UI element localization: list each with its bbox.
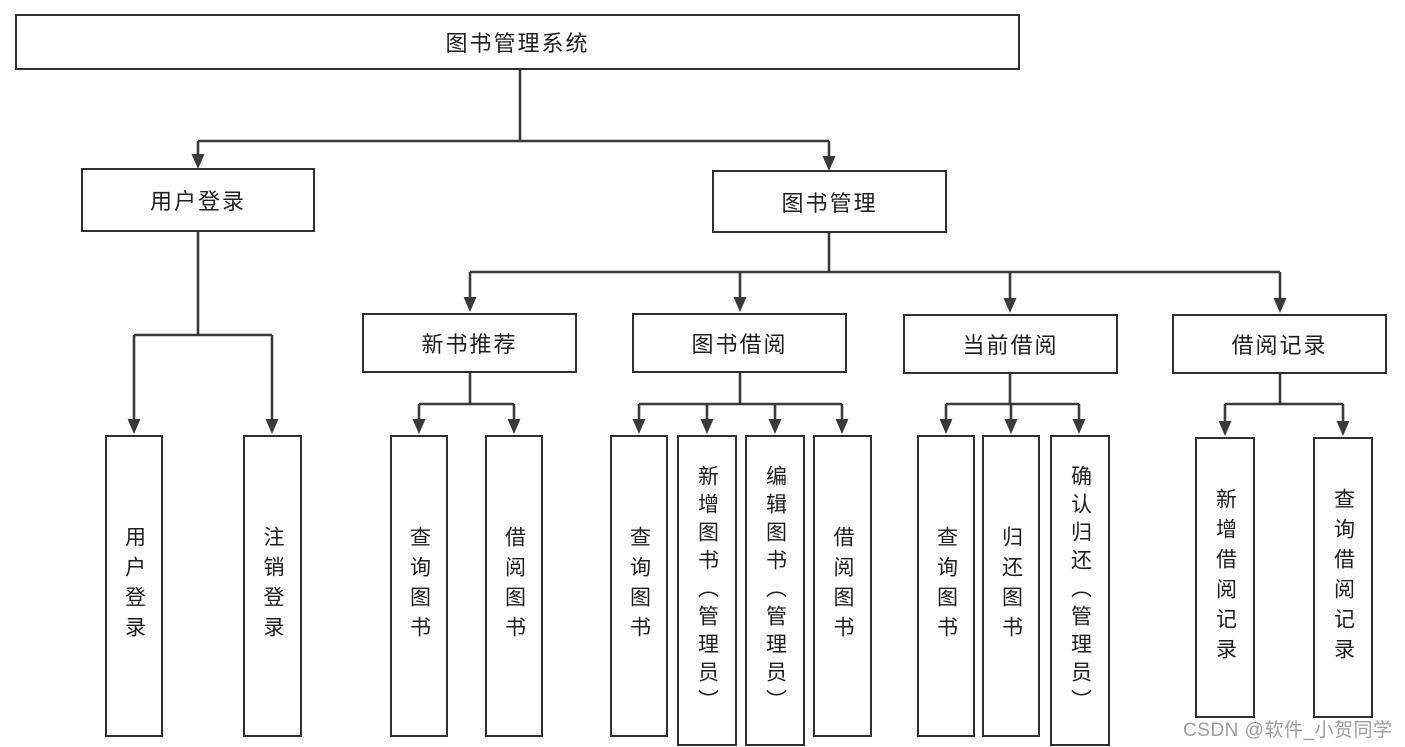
leaf-query-borrow-record-label: 查询借阅记录 [1331, 487, 1355, 668]
leaf-user-login-label: 用户登录 [122, 526, 146, 646]
leaf-add-books-admin: 新增图书（管理员） [677, 435, 737, 746]
node-current-borrowing: 当前借阅 [903, 314, 1118, 374]
node-root-label: 图书管理系统 [445, 31, 590, 56]
leaf-edit-books-admin-label: 编辑图书（管理员） [763, 464, 787, 717]
node-current-borrowing-label: 当前借阅 [962, 333, 1059, 358]
connector-user-login-children [127, 232, 279, 434]
node-book-management-label: 图书管理 [781, 190, 878, 216]
leaf-query-books-recommend-label: 查询图书 [407, 526, 431, 646]
leaf-add-borrow-record: 新增借阅记录 [1195, 437, 1255, 718]
leaf-return-books-label: 归还图书 [999, 526, 1023, 646]
leaf-logout: 注销登录 [243, 435, 302, 737]
node-new-book-recommend: 新书推荐 [362, 313, 577, 373]
leaf-query-books-borrowing-label: 查询图书 [627, 526, 651, 646]
node-user-login-label: 用户登录 [149, 189, 246, 214]
leaf-add-books-admin-label: 新增图书（管理员） [695, 464, 719, 717]
leaf-confirm-return-admin: 确认归还（管理员） [1050, 435, 1110, 746]
node-root: 图书管理系统 [15, 14, 1020, 70]
connector-book-management-children [463, 233, 1287, 313]
leaf-borrow-books-borrowing: 借阅图书 [813, 435, 872, 737]
node-user-login: 用户登录 [81, 168, 315, 232]
leaf-logout-label: 注销登录 [261, 526, 284, 646]
leaf-query-books-borrowing: 查询图书 [610, 435, 668, 737]
connector-new-book-recommend-children [412, 373, 521, 434]
leaf-query-borrow-record: 查询借阅记录 [1313, 437, 1373, 718]
leaf-user-login: 用户登录 [105, 435, 163, 737]
node-book-borrowing: 图书借阅 [632, 313, 847, 373]
connector-current-borrowing-children [939, 374, 1086, 434]
node-book-borrowing-label: 图书借阅 [691, 332, 788, 357]
leaf-edit-books-admin: 编辑图书（管理员） [745, 435, 805, 746]
leaf-query-books-current: 查询图书 [917, 435, 975, 737]
leaf-query-books-current-label: 查询图书 [934, 526, 958, 646]
node-borrowing-records: 借阅记录 [1172, 314, 1387, 374]
node-new-book-recommend-label: 新书推荐 [421, 332, 518, 357]
csdn-watermark: CSDN @软件_小贺同学 [1183, 720, 1393, 741]
connector-root-to-level2 [191, 70, 836, 171]
connector-borrowing-records-children [1218, 374, 1350, 436]
leaf-borrow-books-recommend-label: 借阅图书 [502, 526, 526, 646]
leaf-confirm-return-admin-label: 确认归还（管理员） [1068, 464, 1092, 717]
leaf-borrow-books-recommend: 借阅图书 [485, 435, 543, 737]
connector-book-borrowing-children [632, 373, 849, 434]
leaf-add-borrow-record-label: 新增借阅记录 [1213, 487, 1237, 668]
node-book-management: 图书管理 [712, 170, 947, 233]
leaf-return-books: 归还图书 [982, 435, 1040, 737]
node-borrowing-records-label: 借阅记录 [1231, 333, 1328, 358]
leaf-query-books-recommend: 查询图书 [390, 435, 448, 737]
leaf-borrow-books-borrowing-label: 借阅图书 [831, 526, 854, 646]
